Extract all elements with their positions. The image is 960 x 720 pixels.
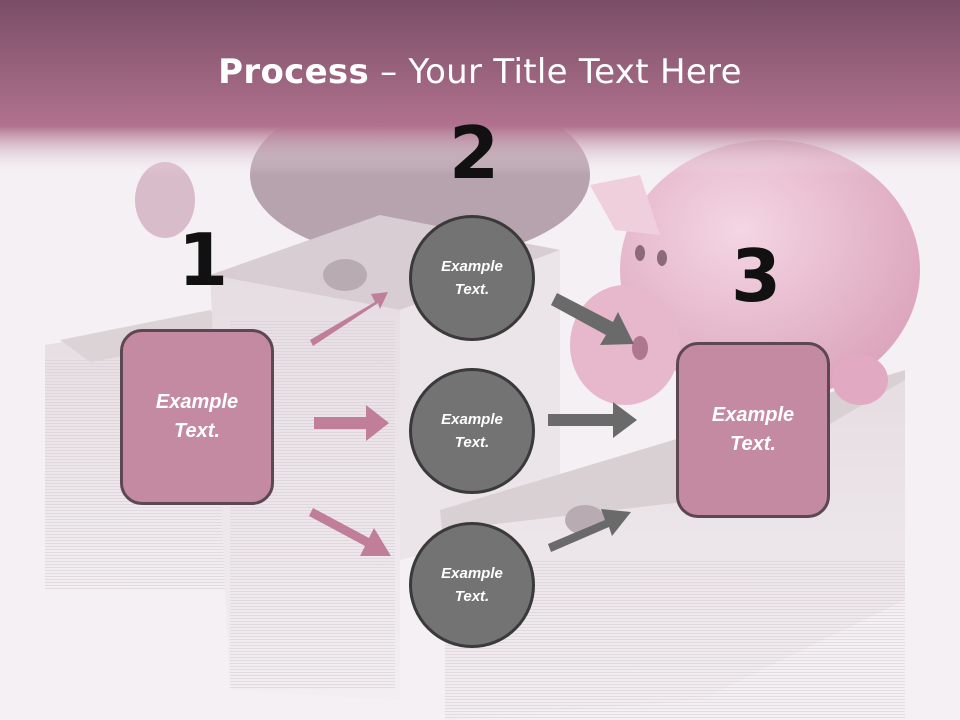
circle-top-line2: Text.	[454, 281, 490, 298]
right-box-line2: Text.	[730, 433, 776, 455]
title-rest: – Your Title Text Here	[369, 52, 742, 92]
circle-top-line1: Example	[441, 258, 503, 275]
left-example-box: Example Text.	[120, 329, 274, 505]
header-band	[0, 0, 960, 175]
gray-arrow-down	[551, 293, 634, 345]
dark-pig-snout	[135, 162, 195, 238]
circle-bottom-line2: Text.	[454, 588, 490, 605]
gray-arrow-right	[548, 402, 637, 438]
right-box-line1: Example	[711, 404, 795, 426]
step-number-2: 2	[449, 111, 500, 195]
slide-title: Process – Your Title Text Here	[0, 52, 960, 92]
step-number-3: 3	[731, 234, 782, 318]
circle-bottom: Example Text.	[409, 522, 535, 648]
left-box-line1: Example	[155, 391, 239, 413]
step-number-1: 1	[178, 218, 229, 302]
pink-arrow-right	[314, 405, 389, 441]
circle-bottom-line1: Example	[441, 565, 503, 582]
pink-arrow-down	[309, 508, 391, 556]
right-example-box: Example Text.	[676, 342, 830, 518]
circle-top: Example Text.	[409, 215, 535, 341]
title-bold: Process	[218, 52, 370, 92]
left-box-line2: Text.	[174, 420, 220, 442]
circle-middle-line1: Example	[441, 411, 503, 428]
gray-arrow-up	[548, 509, 631, 552]
circle-middle-line2: Text.	[454, 434, 490, 451]
circle-middle: Example Text.	[409, 368, 535, 494]
pink-arrow-up	[310, 292, 388, 346]
